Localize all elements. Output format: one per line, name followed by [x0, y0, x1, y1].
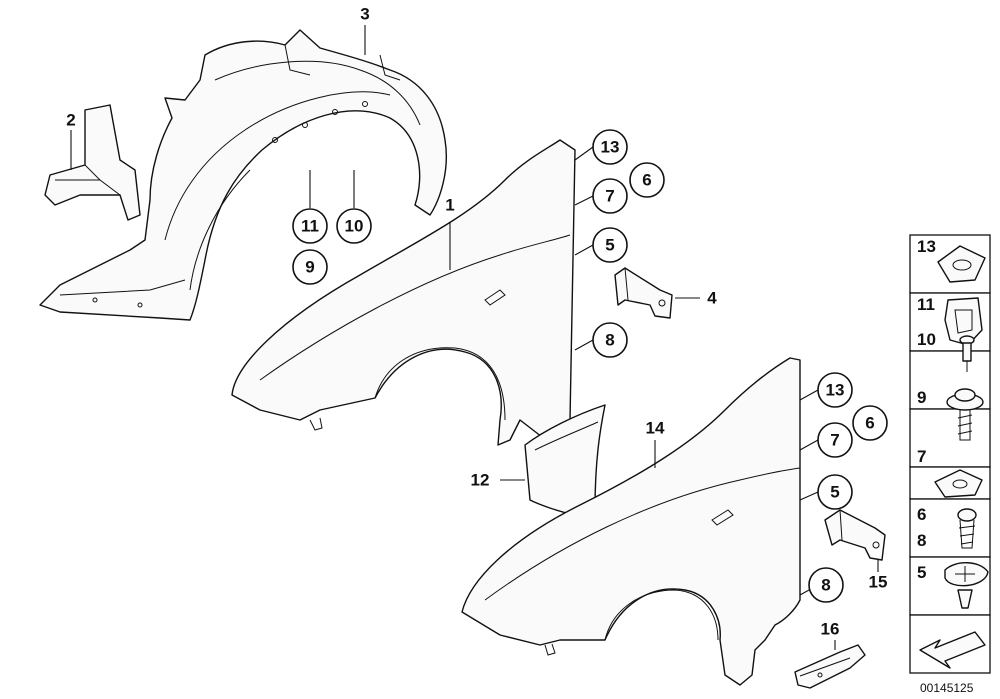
front-fender-upper-drawing	[231, 139, 576, 448]
direction-arrow-icon	[919, 631, 986, 669]
bubble-5-upper: 5	[592, 227, 628, 263]
bracket-part-15-drawing	[824, 509, 886, 561]
callout-5-lower: 5	[830, 483, 839, 502]
bubble-9: 9	[292, 249, 328, 285]
bubble-6-upper: 6	[629, 162, 665, 198]
fastener-legend: 13 11 10 9 7 6 8 5	[909, 234, 991, 674]
callout-4: 4	[707, 289, 717, 308]
callout-6-upper: 6	[642, 171, 651, 190]
bubble-11: 11	[292, 208, 328, 244]
legend-label-9: 9	[917, 388, 926, 407]
callout-16: 16	[821, 620, 840, 639]
legend-label-8: 8	[917, 531, 926, 550]
callout-8-upper: 8	[605, 331, 614, 350]
speed-nut-13-icon	[937, 245, 986, 283]
callout-8-lower: 8	[821, 576, 830, 595]
legend-label-11: 11	[917, 295, 935, 314]
flap-part-12-drawing	[524, 404, 606, 516]
callout-11: 11	[301, 217, 319, 236]
bracket-part-4-drawing	[614, 267, 673, 319]
callout-12: 12	[471, 471, 490, 490]
legend-label-10: 10	[917, 330, 936, 349]
callout-7-lower: 7	[830, 431, 839, 450]
callout-13-upper: 13	[601, 138, 620, 157]
bracket-part-2-drawing	[44, 104, 141, 221]
bubble-13-upper: 13	[592, 129, 628, 165]
front-fender-lower-drawing	[461, 357, 801, 686]
legend-label-13: 13	[917, 237, 936, 256]
bubble-7-upper: 7	[592, 178, 628, 214]
callout-1: 1	[445, 196, 454, 215]
wheel-arch-liner-drawing	[39, 29, 447, 321]
expanding-nut-5-icon	[944, 562, 989, 609]
bubble-6-lower: 6	[852, 405, 888, 441]
legend-label-5: 5	[917, 563, 926, 582]
callout-15: 15	[869, 573, 888, 592]
bubble-10: 10	[336, 208, 372, 244]
callout-2: 2	[66, 111, 75, 130]
screw-9-icon	[946, 388, 984, 441]
callout-9: 9	[305, 258, 314, 277]
legend-label-7: 7	[917, 447, 926, 466]
callout-10: 10	[345, 217, 364, 236]
callout-3: 3	[360, 5, 369, 24]
bubble-8-lower: 8	[808, 567, 844, 603]
legend-label-6: 6	[917, 505, 926, 524]
callout-13-lower: 13	[826, 381, 845, 400]
bubble-7-lower: 7	[817, 422, 853, 458]
callout-6-lower: 6	[865, 414, 874, 433]
speed-nut-7-icon	[934, 469, 983, 498]
reference-number: 00145125	[920, 681, 974, 695]
rivet-10-icon	[959, 335, 975, 372]
callout-5-upper: 5	[605, 236, 614, 255]
bracket-part-16-drawing	[794, 644, 866, 689]
bubble-13-lower: 13	[817, 372, 853, 408]
callout-7-upper: 7	[605, 187, 614, 206]
bubble-8-upper: 8	[592, 322, 628, 358]
bubble-5-lower: 5	[817, 474, 853, 510]
screw-6-8-icon	[957, 508, 977, 549]
callout-14: 14	[646, 419, 665, 438]
